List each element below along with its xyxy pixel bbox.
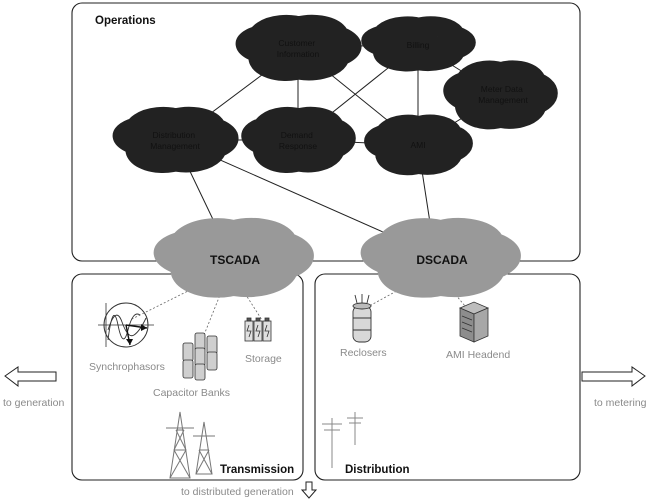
to-metering-label: to metering	[594, 397, 647, 409]
ami-label: AMI	[410, 140, 425, 150]
arrow-left-icon	[4, 366, 57, 388]
synchrophasors-label: Synchrophasors	[89, 361, 165, 373]
battery-storage-icon	[244, 317, 272, 342]
arrow-right-icon	[581, 366, 646, 388]
billing-label: Billing	[407, 40, 430, 50]
meter-data-management-label: Meter Data Management	[478, 84, 528, 105]
ami-headend-label: AMI Headend	[446, 349, 510, 361]
reclosers-label: Reclosers	[340, 347, 387, 359]
server-rack-icon	[458, 301, 490, 343]
arrow-down-icon	[300, 481, 318, 499]
to-generation-label: to generation	[3, 397, 64, 409]
operations-panel	[71, 2, 581, 262]
transmission-tower-icon	[166, 411, 215, 479]
distribution-title: Distribution	[345, 464, 410, 476]
synchrophasor-icon	[98, 302, 154, 348]
distribution-management-label: Distribution Management	[150, 130, 200, 151]
transmission-title: Transmission	[220, 464, 294, 476]
demand-response-label: Demand Response	[279, 130, 318, 151]
capacitor-bank-icon	[182, 332, 218, 381]
customer-information-label: Customer Information	[277, 38, 320, 59]
recloser-icon	[352, 294, 372, 343]
to-distributed-generation-label: to distributed generation	[181, 486, 294, 498]
utility-pole-icon	[322, 412, 363, 468]
capacitor-banks-label: Capacitor Banks	[153, 387, 230, 399]
dscada-label: DSCADA	[416, 253, 468, 267]
tscada-label: TSCADA	[210, 253, 260, 267]
storage-label: Storage	[245, 353, 282, 365]
operations-title: Operations	[95, 15, 156, 27]
